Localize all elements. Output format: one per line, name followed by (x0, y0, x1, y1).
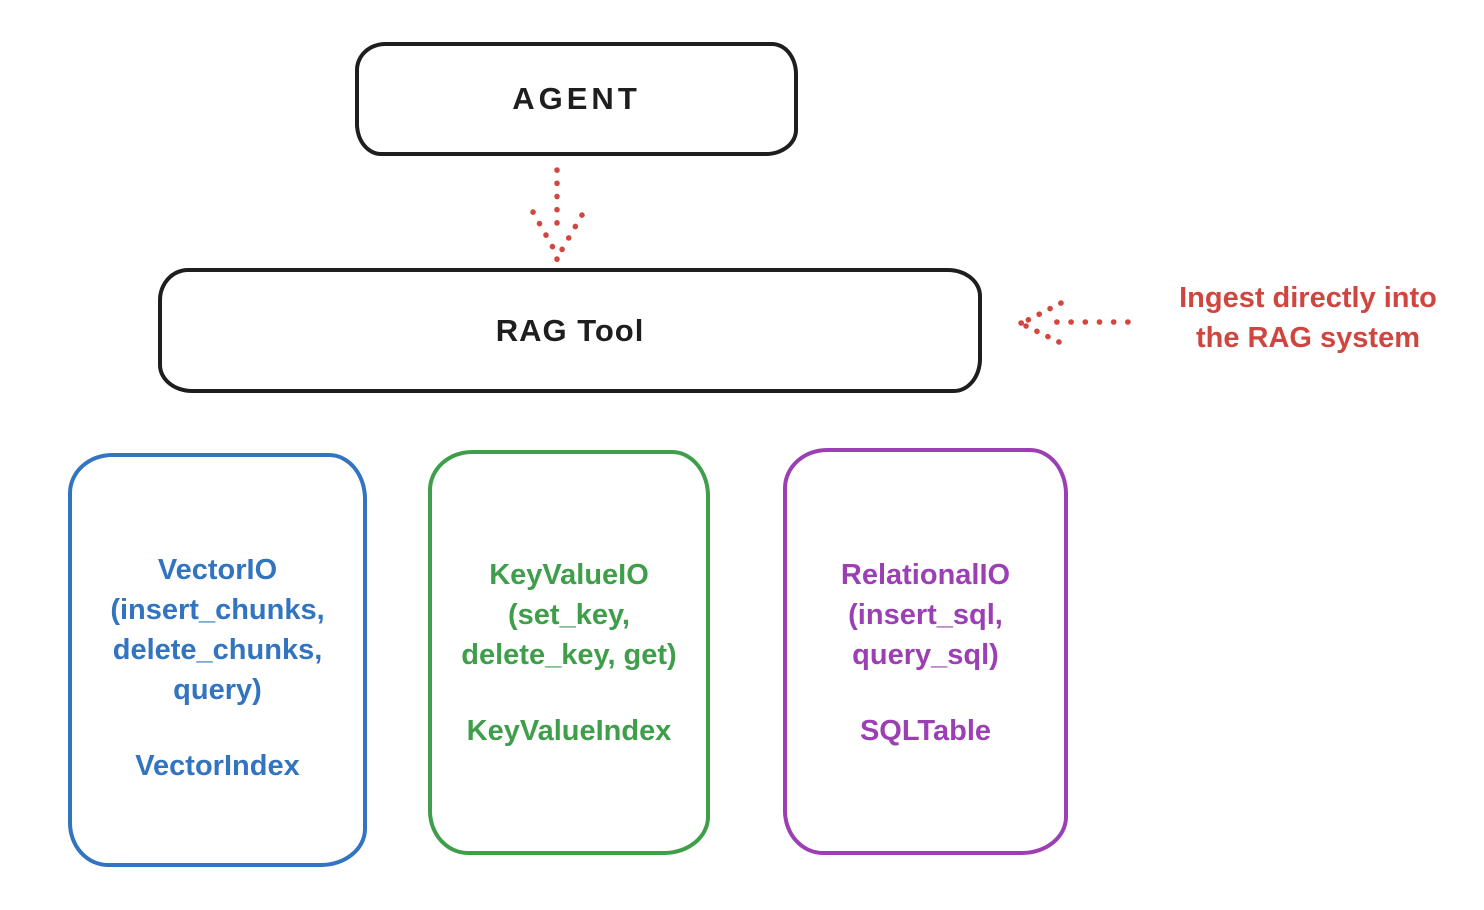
keyvalue-io-lines: KeyValueIO (set_key, delete_key, get) (432, 555, 706, 675)
relational-io-title: RelationalIO (840, 559, 1011, 591)
keyvalue-io-param: (set_key, (508, 599, 630, 631)
relational-io-node: RelationalIO (insert_sql, query_sql) SQL… (783, 448, 1068, 855)
vector-io-node: VectorIO (insert_chunks, delete_chunks, … (68, 453, 367, 867)
vector-io-param: delete_chunks, (112, 634, 323, 666)
vector-io-title: VectorIO (157, 554, 278, 586)
ingest-annotation-line2: the RAG system (1195, 322, 1420, 354)
agent-node: AGENT (355, 42, 798, 156)
vector-index-label: VectorIndex (135, 750, 300, 782)
relational-io-param: (insert_sql, (848, 599, 1003, 631)
keyvalue-io-node: KeyValueIO (set_key, delete_key, get) Ke… (428, 450, 710, 855)
rag-tool-label: RAG Tool (495, 312, 645, 348)
keyvalue-io-param: delete_key, get) (461, 639, 677, 671)
relational-io-param: query_sql) (852, 639, 999, 671)
dotted-arrow-left-icon (1018, 300, 1131, 345)
keyvalue-index-label: KeyValueIndex (466, 715, 672, 747)
ingest-annotation-line1: Ingest directly into (1179, 282, 1437, 314)
dotted-arrow-down-icon (530, 167, 585, 263)
keyvalue-io-title: KeyValueIO (489, 559, 649, 591)
vector-io-param: query) (173, 674, 262, 706)
vector-io-param: (insert_chunks, (110, 594, 325, 626)
relational-io-lines: RelationalIO (insert_sql, query_sql) (787, 555, 1064, 675)
vector-io-lines: VectorIO (insert_chunks, delete_chunks, … (72, 550, 363, 710)
rag-tool-node: RAG Tool (158, 268, 982, 393)
ingest-annotation: Ingest directly into the RAG system (1136, 278, 1480, 358)
sql-table-label: SQLTable (859, 715, 992, 747)
agent-label: AGENT (512, 81, 641, 116)
